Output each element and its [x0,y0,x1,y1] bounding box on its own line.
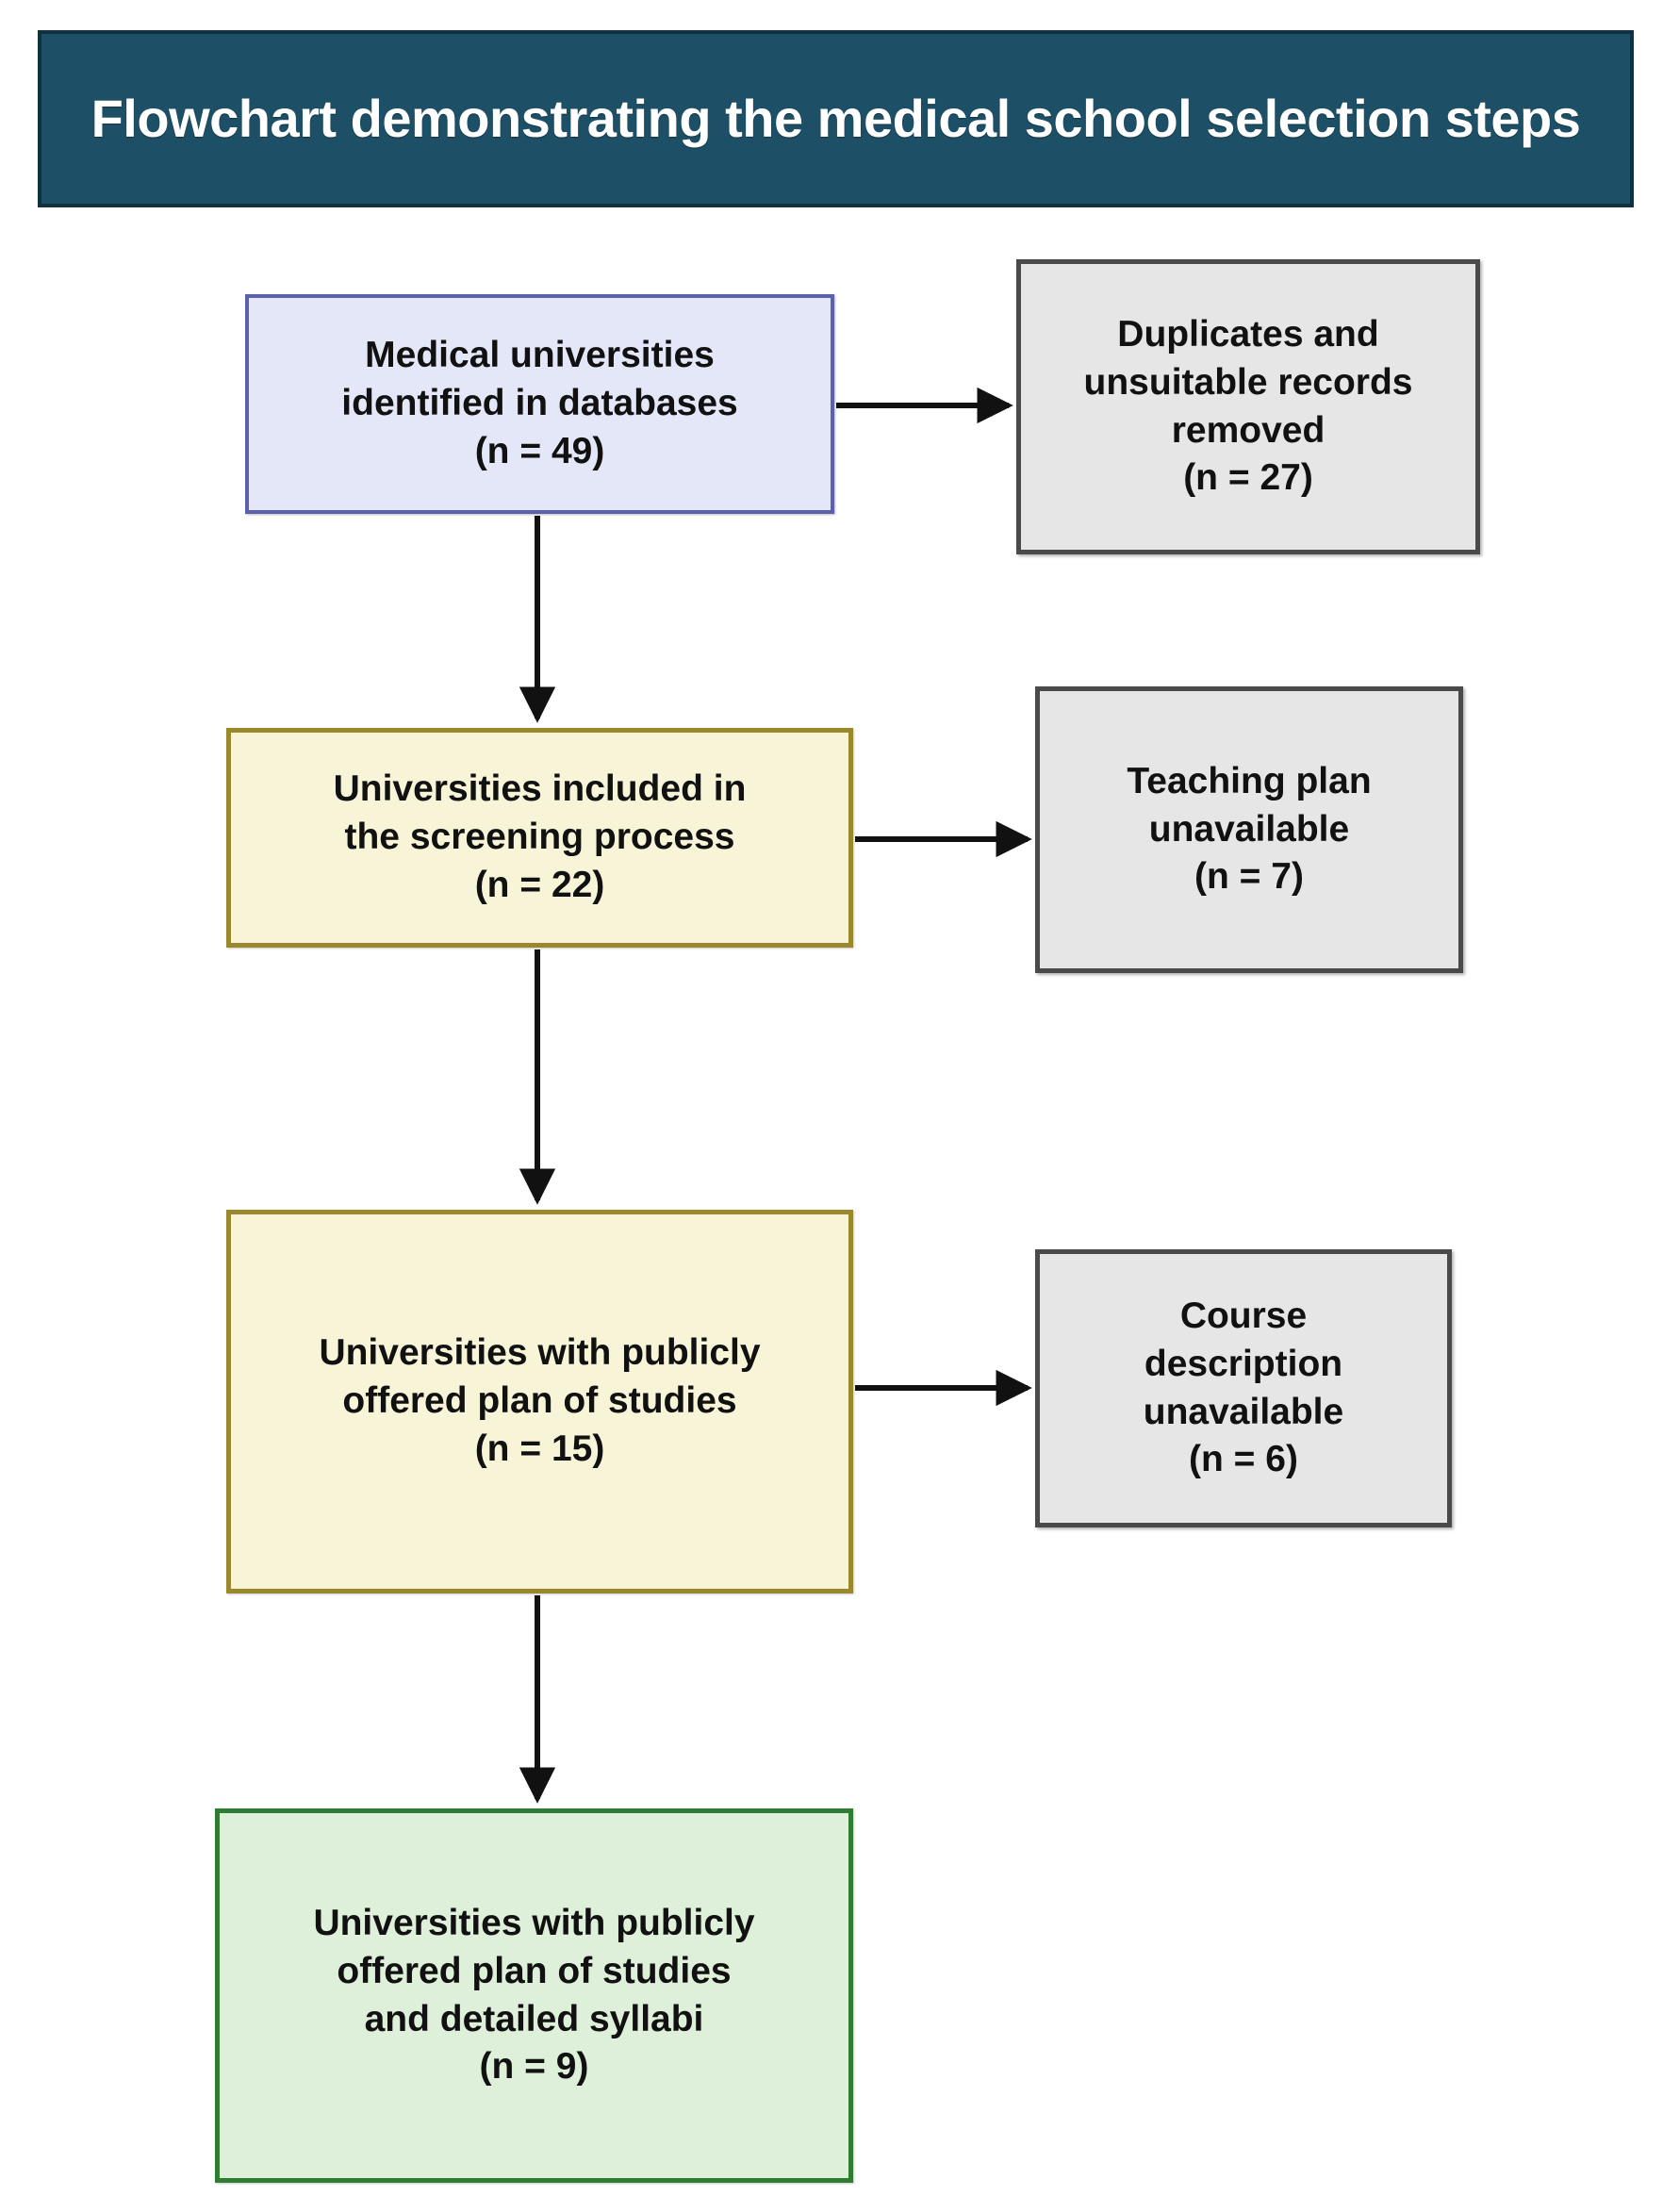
node-syllabi-line-1: Universities with publicly [313,1903,755,1944]
node-detailed-syllabi[interactable]: Universities with publicly offered plan … [215,1808,853,2183]
node-teaching-line-2: unavailable [1148,808,1350,850]
node-duplicates-line-2: unsuitable records [1083,361,1413,403]
node-duplicates-removed[interactable]: Duplicates and unsuitable records remove… [1016,259,1480,554]
node-identified-line-1: Medical universities [365,335,715,376]
node-course-line-1: Course [1179,1296,1308,1337]
node-duplicates-count: (n = 27) [1183,457,1313,499]
node-publicly-offered-plan[interactable]: Universities with publicly offered plan … [226,1210,853,1593]
node-identified-line-2: identified in databases [341,383,738,424]
node-teaching-count: (n = 7) [1194,856,1304,898]
node-teaching-plan-unavailable[interactable]: Teaching plan unavailable (n = 7) [1035,686,1463,973]
node-publicly-count: (n = 15) [474,1428,605,1469]
node-publicly-line-2: offered plan of studies [342,1380,737,1422]
page-title-line-2: selection steps [1206,89,1581,149]
node-syllabi-line-2: offered plan of studies [337,1950,732,1991]
node-course-description-unavailable[interactable]: Course description unavailable (n = 6) [1035,1249,1452,1527]
node-identified-universities[interactable]: Medical universities identified in datab… [245,294,834,514]
node-duplicates-line-3: removed [1171,409,1325,451]
node-screening-line-2: the screening process [344,817,735,858]
node-identified-count: (n = 49) [474,430,605,471]
node-screening-process[interactable]: Universities included in the screening p… [226,728,853,948]
node-course-count: (n = 6) [1189,1439,1298,1480]
page-title-banner: Flowchart demonstrating the medical scho… [38,30,1634,207]
node-teaching-line-1: Teaching plan [1127,760,1372,801]
page-title: Flowchart demonstrating the medical scho… [54,89,1619,148]
node-publicly-line-1: Universities with publicly [319,1332,761,1374]
node-screening-count: (n = 22) [474,864,605,905]
node-screening-line-1: Universities included in [333,768,747,810]
node-course-line-2: description [1144,1343,1343,1384]
node-syllabi-count: (n = 9) [479,2046,589,2088]
node-duplicates-line-1: Duplicates and [1117,314,1379,355]
node-course-line-3: unavailable [1143,1391,1344,1432]
page-title-line-1: Flowchart demonstrating the medical scho… [91,89,1193,149]
node-syllabi-line-3: and detailed syllabi [364,1998,704,2039]
